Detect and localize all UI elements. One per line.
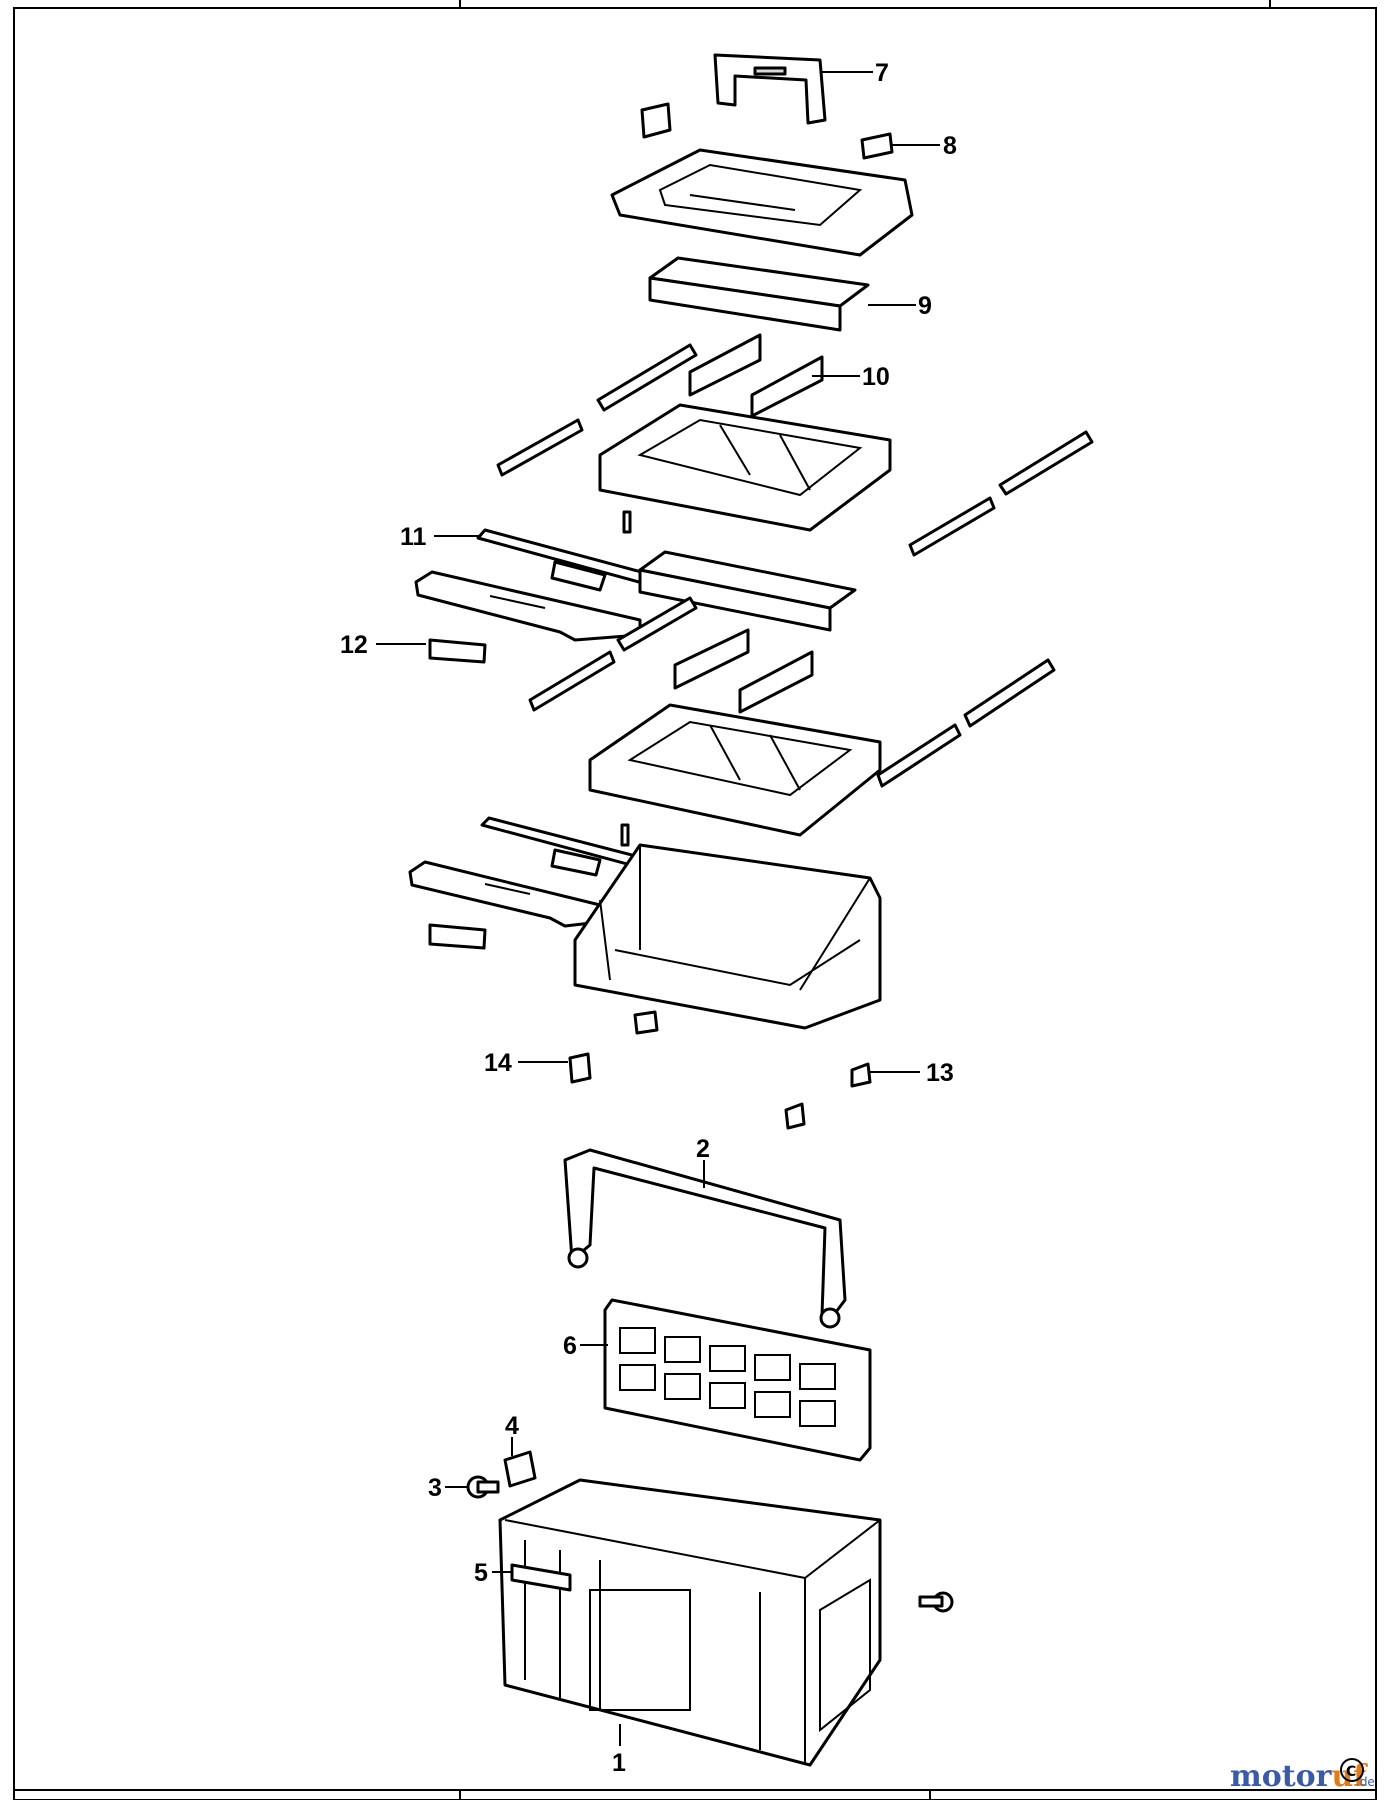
part-1-box-base: [498, 1478, 882, 1767]
callout-3: 3: [428, 1474, 468, 1502]
watermark: motoruf .de C: [1230, 1758, 1375, 1794]
right-pivot-screw: [918, 1591, 954, 1613]
lower-drawer-front: [408, 860, 602, 928]
callout-7-number: 7: [875, 59, 889, 87]
watermark-letter: o: [1296, 1759, 1316, 1794]
callout-14: 14: [484, 1049, 568, 1077]
callout-2: 2: [696, 1135, 710, 1188]
part-3-pivot-screw: [466, 1475, 500, 1499]
watermark-text: motoruf: [1230, 1759, 1368, 1794]
callout-8: 8: [890, 132, 957, 160]
watermark-suffix: .de: [1356, 1775, 1375, 1789]
drawer-housing: [573, 843, 882, 1030]
callout-3-number: 3: [428, 1474, 442, 1502]
part-7-lid-handle: [713, 53, 827, 125]
part-14-foot-pad: [568, 1052, 592, 1084]
callout-9: 9: [868, 292, 932, 320]
part-10-short-dividers: [688, 333, 824, 418]
page-frame: [13, 7, 1377, 1800]
watermark-letter: m: [1230, 1759, 1262, 1794]
callout-6-number: 6: [563, 1332, 577, 1360]
housing-foot: [633, 1010, 659, 1035]
watermark-letter: r: [1316, 1759, 1333, 1794]
callout-5-number: 5: [474, 1559, 488, 1587]
part-8-lid-clips: [640, 102, 894, 160]
middle-short-dividers: [673, 628, 814, 714]
copyright-icon: [1340, 1758, 1364, 1782]
callout-9-number: 9: [918, 292, 932, 320]
part-6-organizer-tray: [603, 1298, 872, 1462]
callout-2-number: 2: [696, 1135, 710, 1163]
part-12-label-lower: [428, 923, 487, 950]
middle-drawer-tray: [588, 703, 882, 837]
callout-14-number: 14: [484, 1049, 512, 1077]
upper-drawer-tray: [598, 403, 892, 532]
callout-10: 10: [812, 363, 890, 391]
part-13-foot-pad: [850, 1062, 872, 1088]
watermark-letter: t: [1282, 1759, 1296, 1794]
callout-6: 6: [563, 1332, 608, 1360]
middle-drawer-rails: [528, 596, 1056, 788]
upper-connector-pin: [622, 510, 632, 534]
lid: [610, 148, 914, 257]
callout-12: 12: [340, 631, 426, 659]
callout-4: 4: [505, 1412, 519, 1456]
callout-1: 1: [612, 1724, 626, 1777]
copyright-icon-glyph: C: [1346, 1764, 1356, 1780]
part-4-latch: [503, 1450, 537, 1488]
upper-drawer-rails: [496, 343, 1094, 557]
callout-8-number: 8: [943, 132, 957, 160]
callout-13: 13: [870, 1059, 954, 1087]
watermark-letter: o: [1262, 1759, 1282, 1794]
callout-10-number: 10: [862, 363, 890, 391]
lower-connector-pin: [620, 823, 630, 847]
part-12-label-upper: [428, 638, 487, 664]
callout-7: 7: [820, 59, 889, 87]
foot-pad-extra: [784, 1102, 806, 1130]
callout-5: 5: [474, 1559, 512, 1587]
callout-11: 11: [400, 523, 480, 551]
callout-11-number: 11: [400, 523, 427, 551]
part-9-long-divider: [648, 256, 870, 332]
callout-12-number: 12: [340, 631, 368, 659]
callout-1-number: 1: [612, 1749, 626, 1777]
upper-drawer-front: [414, 570, 642, 642]
part-5-side-label: [510, 1563, 572, 1592]
callout-13-number: 13: [926, 1059, 954, 1087]
callout-4-number: 4: [505, 1412, 519, 1440]
middle-long-divider: [638, 550, 857, 632]
